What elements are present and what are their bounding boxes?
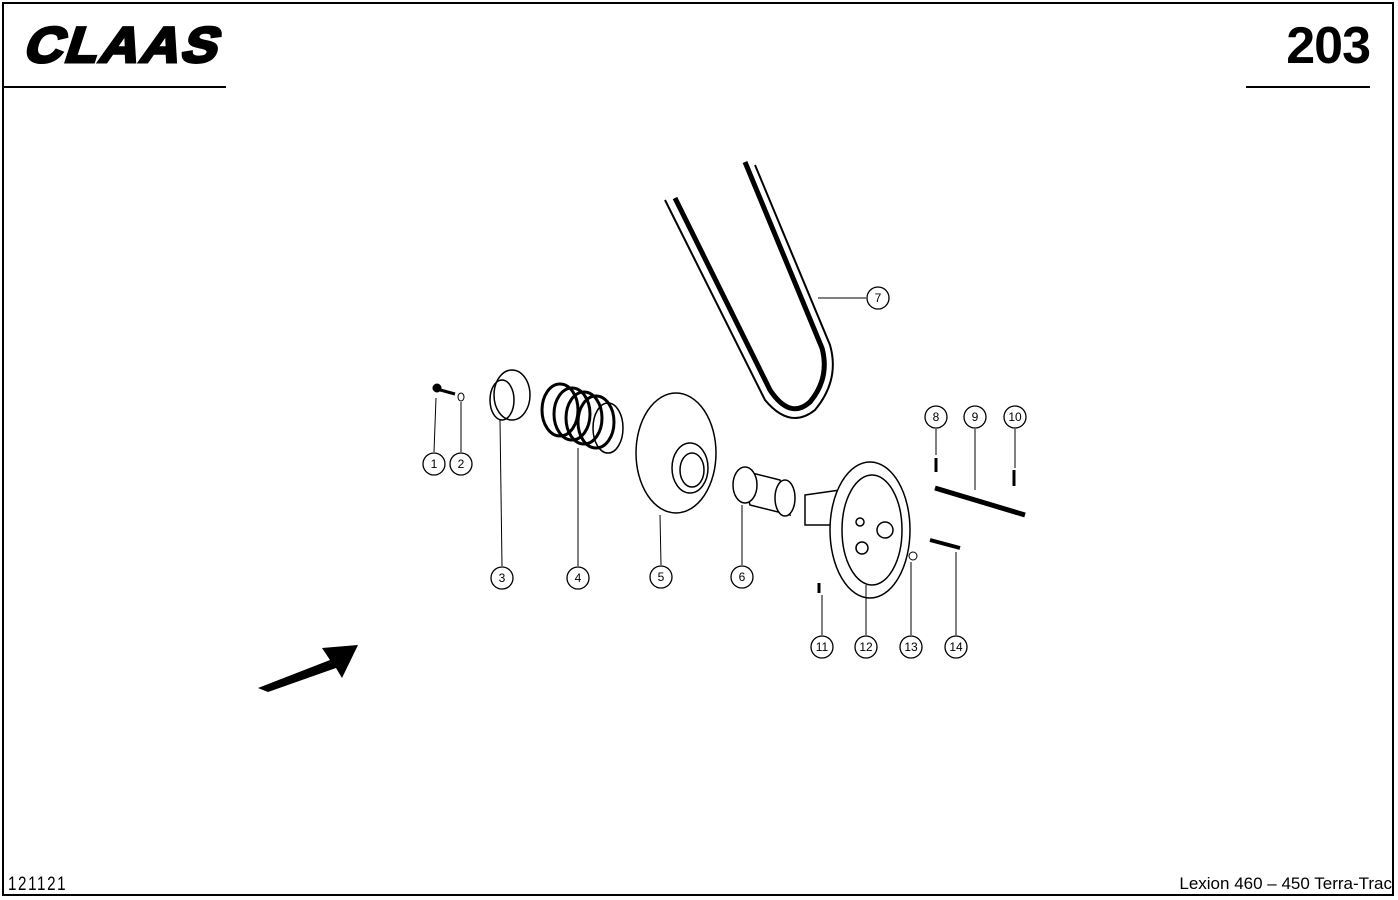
- callout-5: 5: [649, 565, 673, 589]
- svg-text:9: 9: [972, 410, 979, 424]
- callout-1: 1: [422, 452, 446, 476]
- callout-3: 3: [490, 566, 514, 590]
- svg-text:13: 13: [904, 640, 918, 654]
- key-bar-part: [934, 485, 1026, 518]
- callout-13: 13: [899, 635, 923, 659]
- callout-9: 9: [963, 405, 987, 429]
- document-code: 121121: [8, 874, 68, 895]
- hub-flange-part: [804, 461, 911, 599]
- svg-text:7: 7: [875, 291, 882, 305]
- callout-4: 4: [566, 566, 590, 590]
- header-rule: [4, 86, 226, 88]
- svg-text:11: 11: [816, 640, 829, 654]
- nut-part: [908, 551, 918, 561]
- callout-14: 14: [944, 635, 968, 659]
- screw-part: [817, 458, 1016, 593]
- page-number: 203: [1286, 17, 1371, 75]
- pin-part: [929, 538, 961, 550]
- callout-6: 6: [730, 565, 754, 589]
- svg-text:6: 6: [739, 570, 746, 584]
- callout-2: 2: [449, 452, 473, 476]
- bushing-part: [732, 466, 796, 517]
- svg-text:8: 8: [933, 410, 940, 424]
- callout-7: 7: [866, 286, 890, 310]
- svg-text:2: 2: [458, 457, 465, 471]
- brand-name: CLAAS: [18, 18, 231, 68]
- callout-10: 10: [1003, 405, 1027, 429]
- svg-text:12: 12: [859, 640, 873, 654]
- svg-text:3: 3: [499, 571, 506, 585]
- washer-part: [457, 392, 465, 402]
- model-name: Lexion 460 – 450 Terra-Trac: [1179, 874, 1392, 893]
- spring-part: [540, 382, 624, 454]
- claas-logo: CLAAS: [17, 18, 233, 68]
- leader-lines: [433, 297, 1016, 635]
- cap-part: [489, 369, 531, 421]
- page-number-rule: [1246, 86, 1370, 88]
- view-direction-arrow: [258, 645, 358, 692]
- pulley-disc-part: [635, 392, 717, 514]
- svg-text:1: 1: [431, 457, 438, 471]
- svg-text:4: 4: [575, 571, 582, 585]
- svg-text:10: 10: [1008, 410, 1022, 424]
- callout-11: 11: [810, 635, 834, 659]
- callout-8: 8: [924, 405, 948, 429]
- bolt-part: [432, 383, 456, 396]
- callout-12: 12: [854, 635, 878, 659]
- belt-part: [664, 161, 834, 419]
- svg-text:5: 5: [658, 570, 665, 584]
- svg-text:14: 14: [949, 640, 963, 654]
